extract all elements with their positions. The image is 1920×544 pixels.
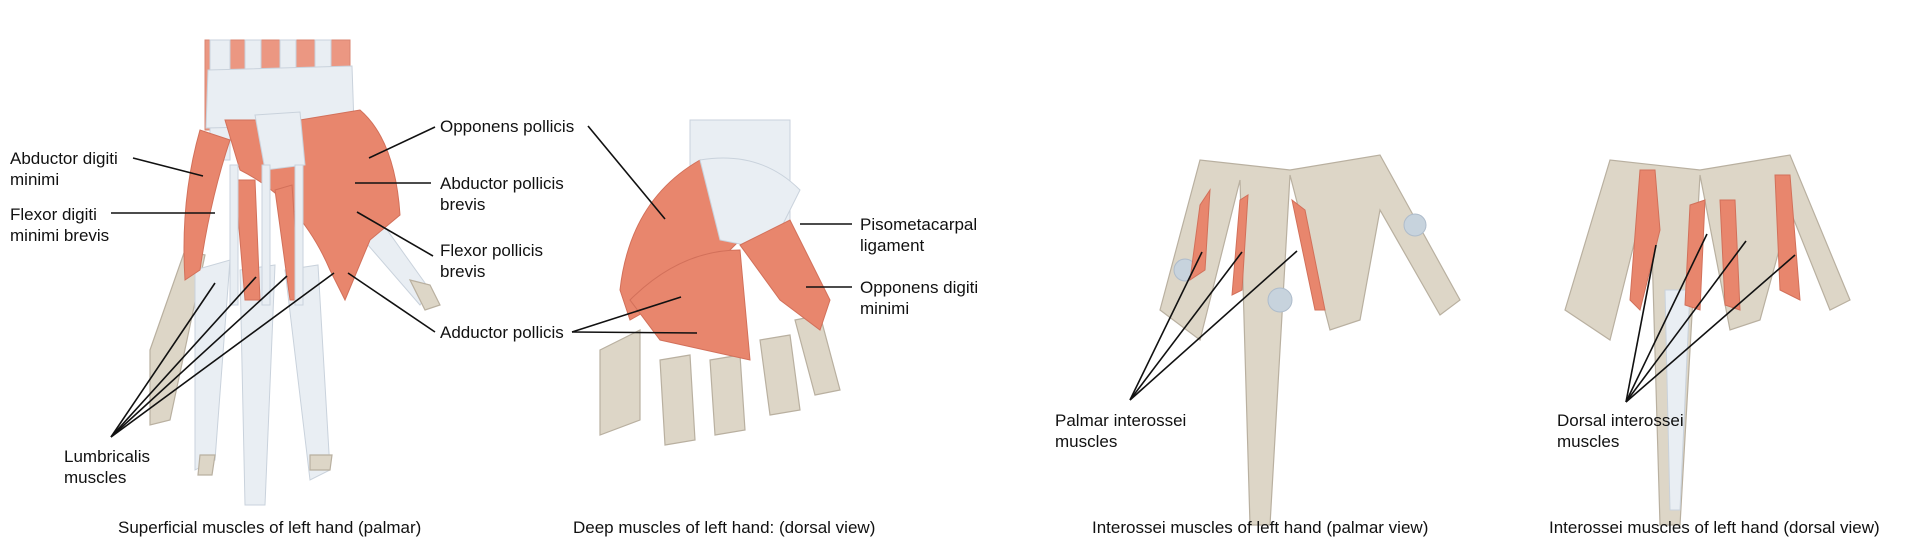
label-line: minimi	[10, 170, 60, 189]
label-line: Abductor digiti	[10, 149, 118, 168]
label-line: muscles	[1557, 432, 1620, 451]
label-dorsal-interossei: Dorsal interossei muscles	[1557, 410, 1684, 452]
label-opponens-digiti-minimi: Opponens digiti minimi	[860, 277, 978, 319]
label-flexor-pollicis-brevis: Flexor pollicis brevis	[440, 240, 543, 282]
label-palmar-interossei: Palmar interossei muscles	[1055, 410, 1186, 452]
label-flexor-digiti-minimi-brevis: Flexor digiti minimi brevis	[10, 204, 109, 246]
palmar-interossei-hand	[1159, 154, 1461, 526]
label-line: Flexor pollicis	[440, 241, 543, 260]
caption-palmar-interossei: Interossei muscles of left hand (palmar …	[1092, 518, 1429, 537]
label-line: Dorsal interossei	[1557, 411, 1684, 430]
label-pisometacarpal-ligament: Pisometacarpal ligament	[860, 214, 977, 256]
dorsal-interossei-hand	[1564, 154, 1851, 526]
label-line: Abductor pollicis	[440, 174, 564, 193]
label-line: Opponens digiti	[860, 278, 979, 297]
superficial-palmar-hand	[149, 39, 441, 506]
caption-dorsal-interossei: Interossei muscles of left hand (dorsal …	[1549, 518, 1880, 537]
label-line: Opponens pollicis	[440, 117, 575, 136]
label-lumbricalis-muscles: Lumbricalis muscles	[64, 446, 150, 488]
label-line: brevis	[440, 262, 486, 281]
caption-superficial: Superficial muscles of left hand (palmar…	[118, 518, 422, 537]
label-line: brevis	[440, 195, 486, 214]
label-line: minimi brevis	[10, 226, 110, 245]
label-adductor-pollicis: Adductor pollicis	[440, 322, 564, 343]
label-line: muscles	[64, 468, 127, 487]
label-line: Adductor pollicis	[440, 323, 564, 342]
label-line: Pisometacarpal	[860, 215, 978, 234]
label-opponens-pollicis: Opponens pollicis	[440, 116, 574, 137]
label-line: Palmar interossei	[1055, 411, 1187, 430]
label-line: minimi	[860, 299, 910, 318]
leader-lines	[110, 125, 1796, 438]
label-line: Flexor digiti	[10, 205, 97, 224]
label-abductor-pollicis-brevis: Abductor pollicis brevis	[440, 173, 564, 215]
label-line: Lumbricalis	[64, 447, 150, 466]
deep-dorsal-hand	[599, 119, 841, 446]
label-line: muscles	[1055, 432, 1118, 451]
label-line: ligament	[860, 236, 925, 255]
caption-deep: Deep muscles of left hand: (dorsal view)	[573, 518, 876, 537]
label-abductor-digiti-minimi: Abductor digiti minimi	[10, 148, 118, 190]
